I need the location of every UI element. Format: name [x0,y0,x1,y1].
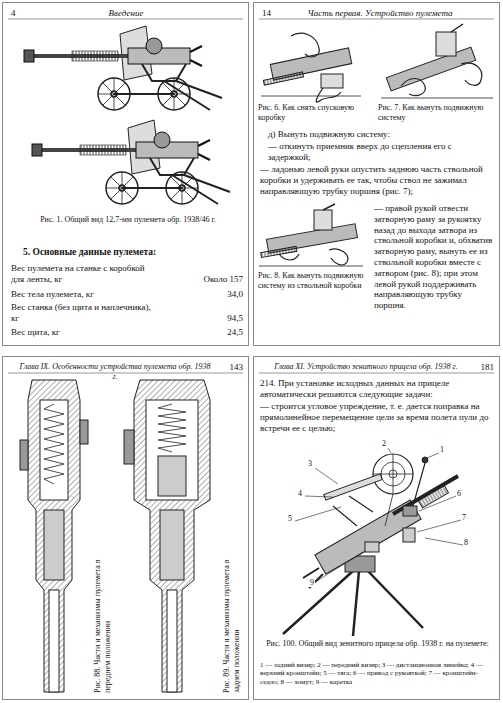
callout-number: 5 [287,515,293,523]
table-value: 24,5 [183,327,243,338]
figure-caption: Рис. 8. Как вынуть подвижную систему из … [258,271,368,290]
callout-number: 7 [461,514,467,522]
book-page: 4 ВведениеРис. 1. Общий вид 12,7-мм пулем… [2,2,249,346]
body-text: 214. При установке исходных данных на пр… [260,378,495,400]
body-text: — правой рукой отвести затворную раму за… [374,203,496,311]
figure-legend: 1 — задний визир; 2 — передний визир; 3 … [260,661,495,686]
body-text: д) Вынуть подвижную систему: [268,129,493,140]
callout-number: 1 [439,446,445,454]
table-cell: Вес пулемета на станке с коробкой для ле… [11,263,151,285]
page-number: 181 [466,362,494,373]
book-page: 14 Часть первая. Устройство пулеметаРис. … [253,2,500,346]
book-page: Глава IX. Особенности устройства пулемет… [2,356,249,700]
figure-caption: Рис. 1. Общий вид 12,7-мм пулемета обр. … [33,215,223,225]
book-page: Глава XI. Устройство зенитного прицела о… [253,356,500,700]
body-text: — ладонью левой руки опустить заднюю час… [260,164,495,196]
section-heading: 5. Основные данные пулемета: [23,247,233,258]
figure-caption: Рис. 100. Общий вид зенитного прицела об… [260,639,495,649]
callout-number: 4 [297,490,303,498]
figure-caption: Рис. 7. Как вынуть подвижную систему [378,103,496,122]
page-number: 14 [262,8,286,19]
figure-caption: Рис. 89. Части и механизмы пулемета в за… [222,543,241,693]
running-header: Глава IX. Особенности устройства пулемет… [17,362,213,381]
page-number: 143 [215,362,243,373]
table-cell: Вес щита, кг [11,327,161,338]
callout-number: 8 [463,539,469,547]
callout-number: 6 [456,490,462,498]
table-value: Около 157 [183,274,243,285]
figure-caption: Рис. 88. Части и механизмы пулемета в пе… [93,543,112,693]
body-text: — строится угловое упреждение, т. е. дае… [260,401,495,433]
page-number: 4 [11,8,35,19]
figure-caption: Рис. 6. Как снять спусковую коробку [258,103,370,122]
callout-number: 9 [309,579,315,587]
callout-number: 3 [307,460,313,468]
table-value: 94,5 [183,313,243,324]
running-header: Введение [63,8,189,19]
table-value: 34,0 [183,289,243,300]
callout-number: 2 [381,440,387,448]
table-cell: Вес тела пулемета, кг [11,289,161,300]
running-header: Часть первая. Устройство пулемета [300,8,460,19]
running-header: Глава XI. Устройство зенитного прицела о… [268,362,464,372]
body-text: — откинуть приемник вверх до сцепления е… [268,141,493,163]
table-cell: Вес станка (без щита и наплечника), кг [11,302,151,324]
